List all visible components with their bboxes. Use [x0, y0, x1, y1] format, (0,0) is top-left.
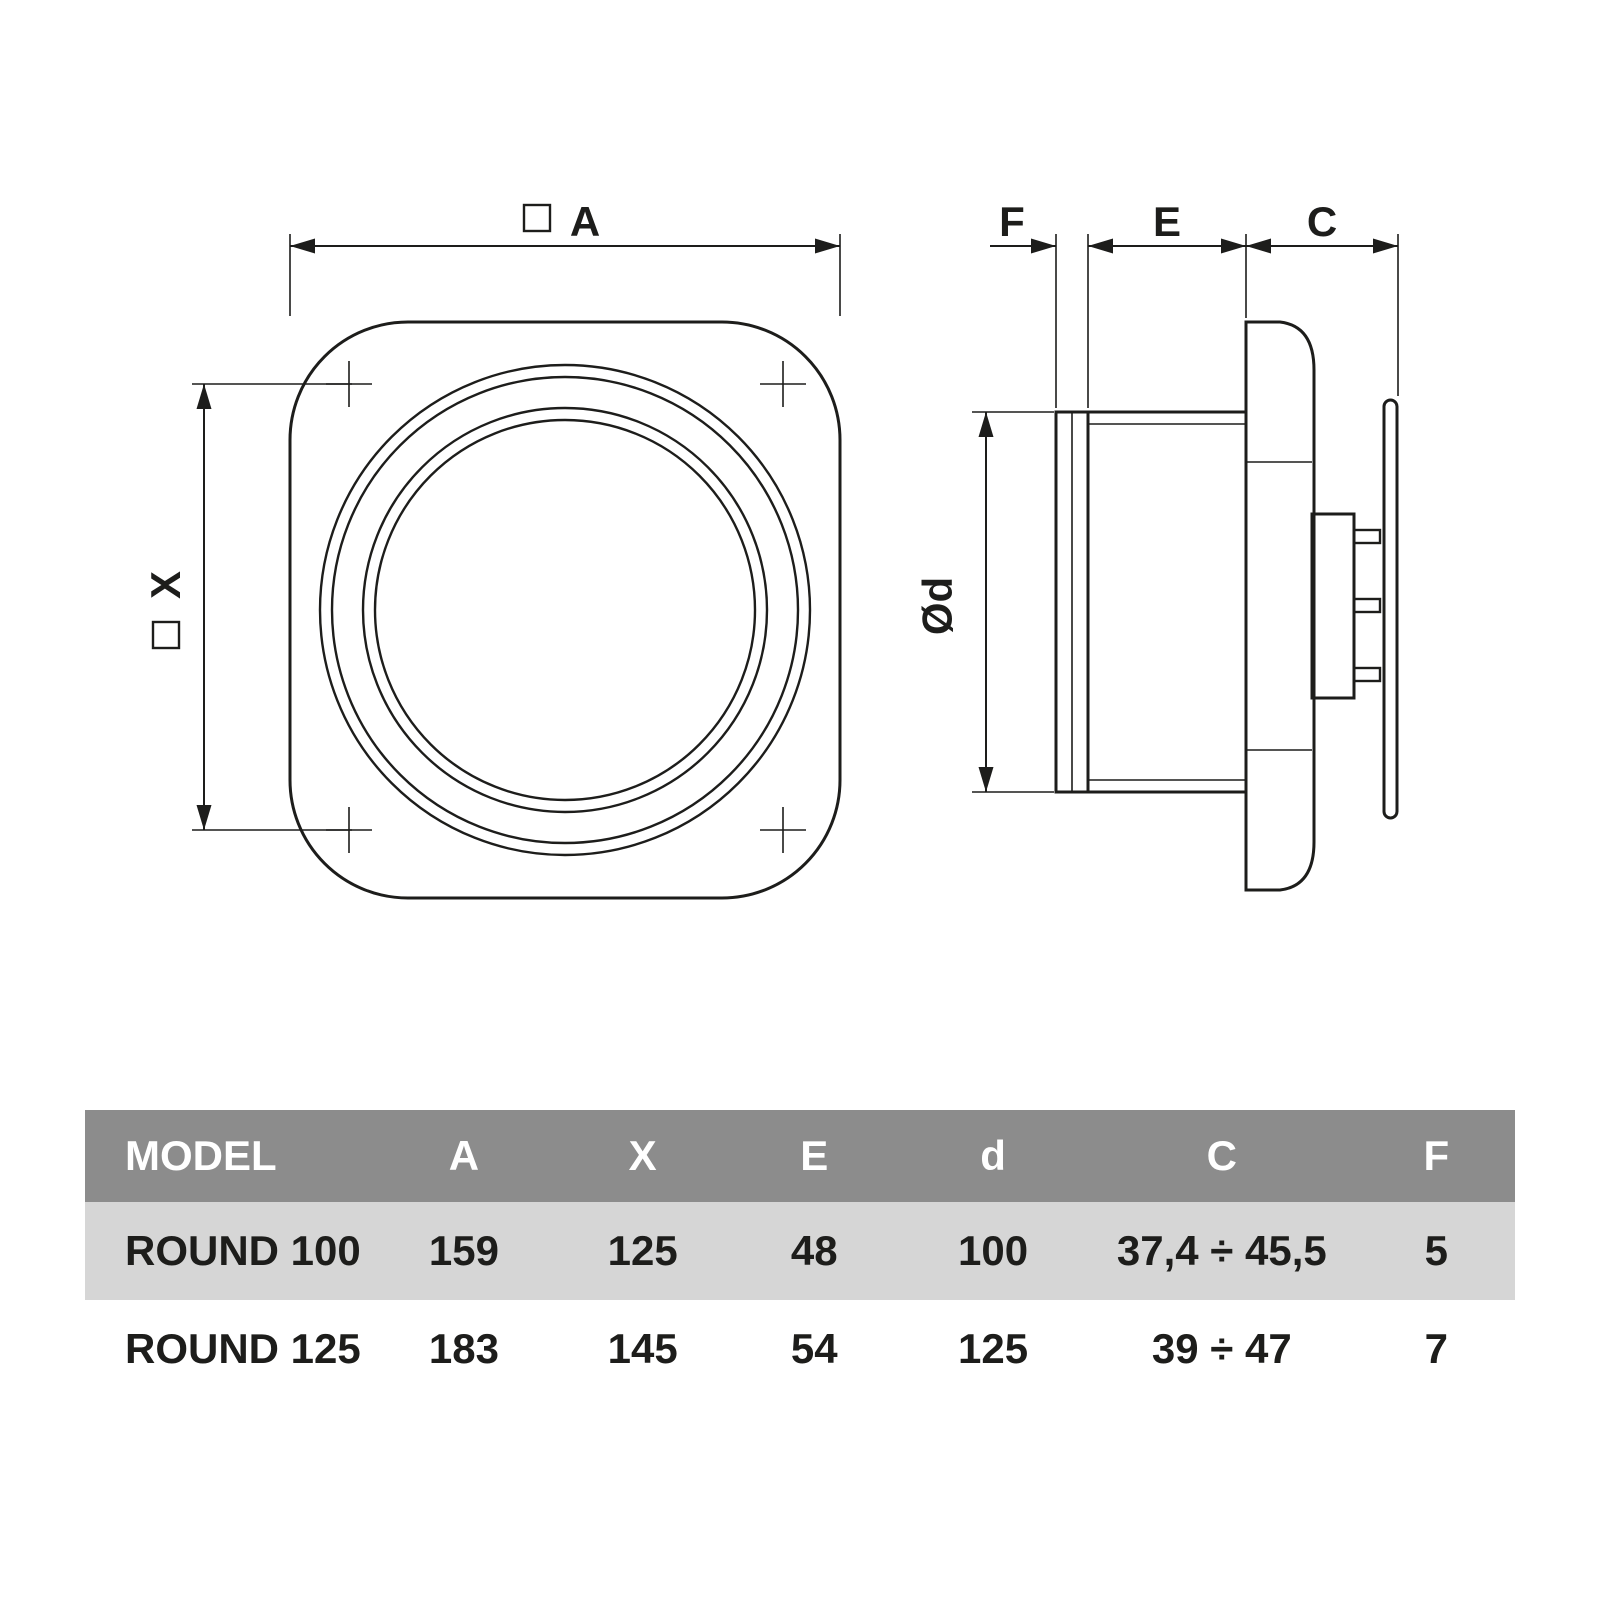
- square-symbol-icon: [522, 203, 552, 233]
- front-flange-profile: [1244, 320, 1316, 892]
- dimension-X: X: [142, 383, 352, 831]
- column-header-f: F: [1423, 1132, 1450, 1179]
- arrowhead-up: [196, 384, 212, 409]
- value-cell-x: 145: [607, 1325, 678, 1372]
- dimension-d: Ød: [914, 411, 1054, 793]
- value-cell-c: 39 ÷ 47: [1151, 1325, 1292, 1372]
- table-header-row: MODEL A X E d C F: [85, 1110, 1515, 1202]
- value-cell-d: 100: [957, 1227, 1029, 1274]
- arrowhead-right: [815, 238, 840, 254]
- dimension-label-x: X: [142, 571, 189, 599]
- arrowhead-down: [196, 805, 212, 830]
- column-header-e: E: [800, 1132, 829, 1179]
- model-cell: ROUND 125: [125, 1325, 361, 1372]
- dimension-E: E: [1087, 198, 1247, 408]
- dimension-label-a: A: [570, 198, 600, 245]
- value-cell-e: 48: [790, 1227, 838, 1274]
- column-header-x: X: [628, 1132, 657, 1179]
- duct-opening-outer-circle: [361, 406, 769, 814]
- dimension-A: A: [289, 198, 841, 316]
- dimension-F: F: [990, 198, 1057, 408]
- bezel-outer-circle: [318, 363, 812, 857]
- column-header-d: d: [980, 1132, 1006, 1179]
- cover-clip-middle: [1352, 597, 1382, 614]
- value-cell-c: 37,4 ÷ 45,5: [1116, 1227, 1327, 1274]
- front-cover-plate: [1382, 398, 1399, 820]
- column-header-c: C: [1206, 1132, 1237, 1179]
- dimension-drawing: A X: [142, 198, 1399, 900]
- crosshair-bottom-right: [760, 807, 806, 853]
- value-cell-e: 54: [790, 1325, 838, 1372]
- value-cell-f: 5: [1424, 1227, 1448, 1274]
- dimension-label-f: F: [999, 198, 1025, 245]
- value-cell-x: 125: [607, 1227, 678, 1274]
- duct-opening-inner-circle: [373, 418, 757, 802]
- fan-front-body-outline: [288, 320, 842, 900]
- column-header-model: MODEL: [125, 1132, 277, 1179]
- front-view: [288, 320, 842, 900]
- value-cell-a: 159: [428, 1227, 499, 1274]
- column-header-a: A: [448, 1132, 480, 1179]
- arrowhead-left: [1246, 238, 1271, 254]
- arrowhead-left: [1088, 238, 1113, 254]
- table-row-round-125: ROUND 125 183 145 54 125 39 ÷ 47 7: [85, 1300, 1515, 1398]
- dimension-C: C: [1246, 198, 1399, 396]
- cover-clip-top: [1352, 528, 1382, 545]
- value-cell-d: 125: [957, 1325, 1029, 1372]
- table-row-round-100: ROUND 100 159 125 48 100 37,4 ÷ 45,5 5: [85, 1202, 1515, 1300]
- value-cell-f: 7: [1424, 1325, 1448, 1372]
- dimension-label-e: E: [1153, 198, 1181, 245]
- arrowhead-right: [1031, 238, 1056, 254]
- value-cell-a: 183: [428, 1325, 499, 1372]
- square-symbol-icon: [151, 620, 181, 650]
- dimensions-table: MODEL A X E d C F ROUND 100 159 125 48 1…: [85, 1110, 1515, 1398]
- dimension-label-c: C: [1307, 198, 1337, 245]
- arrowhead-left: [290, 238, 315, 254]
- arrowhead-up: [978, 412, 994, 437]
- cover-clip-bottom: [1352, 666, 1382, 683]
- motor-hub: [1310, 512, 1356, 700]
- crosshair-top-right: [760, 361, 806, 407]
- arrowhead-down: [978, 767, 994, 792]
- arrowhead-right: [1373, 238, 1398, 254]
- model-cell: ROUND 100: [125, 1227, 361, 1274]
- bezel-inner-circle: [330, 375, 800, 845]
- arrowhead-right: [1221, 238, 1246, 254]
- mounting-hole-marks: [326, 361, 806, 853]
- side-view: [1054, 320, 1399, 892]
- dimension-label-diameter: Ød: [914, 577, 961, 635]
